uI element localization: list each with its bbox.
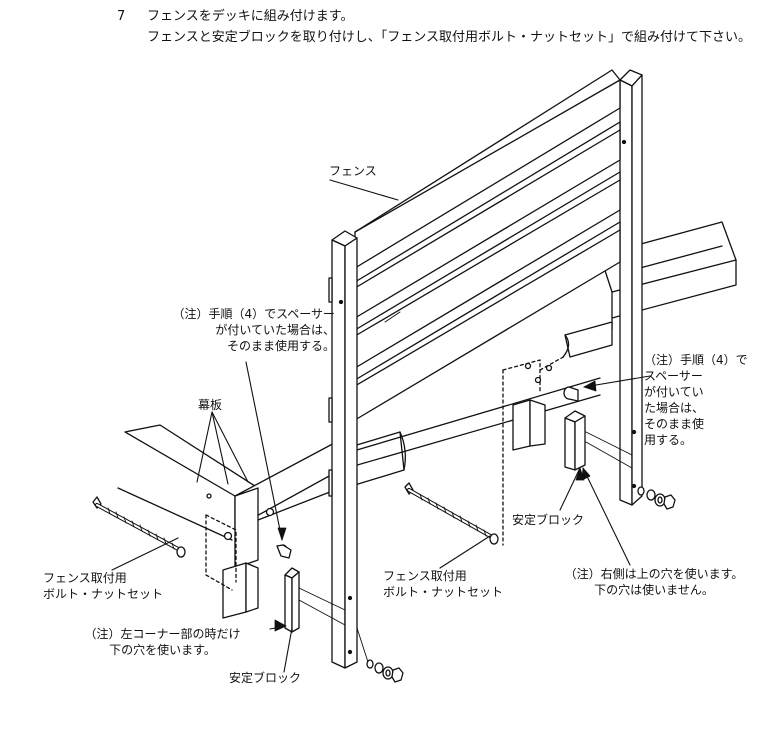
deck-legs bbox=[222, 399, 546, 619]
label-stability-block-right: 安定ブロック bbox=[512, 513, 585, 527]
note-spacer-right: （注）手順（4）で スペーサー が付いてい た場合は、 そのまま使 用する。 bbox=[644, 353, 748, 447]
nut-washer-set-bottom bbox=[366, 659, 404, 683]
step-description: フェンスと安定ブロックを取り付けし、「フェンス取付用ボルト・ナットセット」で組み… bbox=[147, 30, 751, 45]
deck-holes bbox=[524, 362, 553, 384]
label-bolt-set-left: フェンス取付用 ボルト・ナットセット bbox=[43, 571, 164, 601]
assembly-guides bbox=[298, 431, 633, 663]
bolt-left bbox=[92, 496, 186, 558]
label-bolt-set-center: フェンス取付用 ボルト・ナットセット bbox=[383, 569, 504, 599]
step-number: 7 bbox=[117, 9, 126, 24]
label-fence: フェンス bbox=[329, 164, 377, 178]
note-left-corner-holes: （注）左コーナー部の時だけ 下の穴を使います。 bbox=[84, 627, 241, 657]
step-title: フェンスをデッキに組み付けます。 bbox=[147, 9, 354, 24]
note-right-side-holes: （注）右側は上の穴を使います。 下の穴は使いません。 bbox=[564, 567, 744, 597]
nut-washer-set-right bbox=[637, 486, 676, 510]
fence-right-post bbox=[619, 69, 643, 506]
note-spacer-left: （注）手順（4）でスペーサー が付いていた場合は、 そのまま使用する。 bbox=[172, 307, 335, 353]
leader-lines bbox=[111, 179, 651, 673]
stability-block-bottom bbox=[284, 567, 300, 633]
label-fascia: 幕板 bbox=[198, 398, 223, 412]
fence-left-post bbox=[328, 230, 358, 669]
arrow-heads bbox=[274, 380, 597, 632]
spacer-right bbox=[563, 386, 579, 402]
spacer-left bbox=[276, 544, 292, 559]
label-stability-block-bottom: 安定ブロック bbox=[229, 671, 302, 685]
stability-block-right bbox=[564, 410, 586, 471]
bolt-center bbox=[404, 482, 499, 545]
fence-slats bbox=[354, 69, 621, 421]
